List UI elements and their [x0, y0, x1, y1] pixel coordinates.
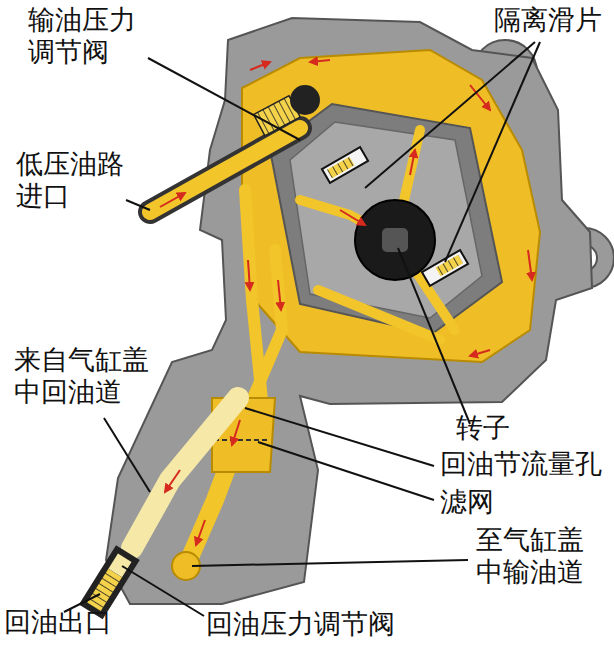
part-label: 回油压力调节阀 [206, 608, 395, 640]
pump-housing [106, 18, 614, 604]
delivery-pressure-valve [254, 85, 320, 136]
part-label: 滤网 [440, 486, 494, 518]
part-label: 至气缸盖中输油道 [476, 524, 588, 588]
part-label: 转子 [456, 412, 510, 444]
filter-screen [214, 439, 270, 441]
part-label: 低压油路进口 [16, 148, 128, 212]
part-label: 输油压力调节阀 [28, 4, 140, 68]
part-label: 来自气缸盖中回油道 [14, 344, 153, 408]
part-label: 回油节流量孔 [440, 448, 602, 480]
part-label: 隔离滑片 [494, 4, 602, 36]
rotor [355, 200, 435, 280]
oil-passages [150, 128, 455, 562]
return-channel [132, 398, 238, 548]
part-label: 回油出口 [4, 606, 112, 638]
leader-line [64, 42, 540, 616]
vane [322, 147, 468, 286]
